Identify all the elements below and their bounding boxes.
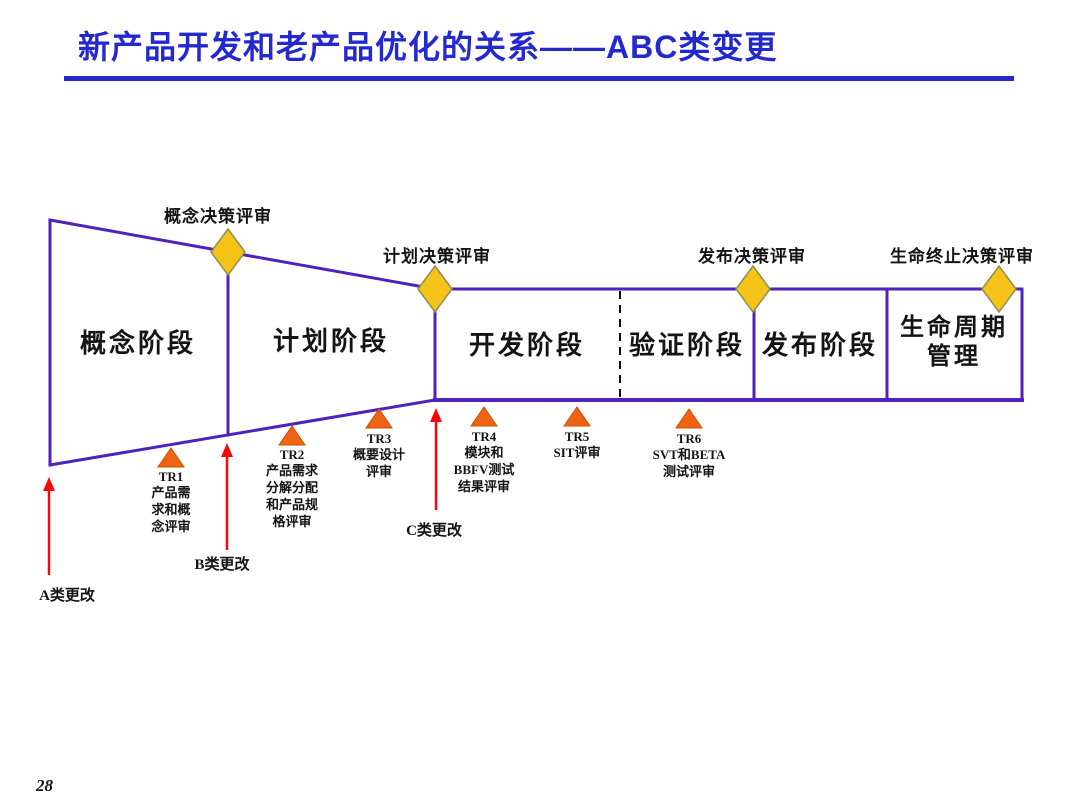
change-label-c: C类更改: [406, 523, 462, 539]
change-label-b: B类更改: [194, 557, 250, 573]
tr-triangle-icon: [470, 406, 498, 427]
phase-label-lifecycle: 生命周期 管理: [900, 315, 1008, 370]
tr-triangle-icon: [157, 447, 185, 468]
decision-review-label: 概念决策评审: [164, 207, 272, 226]
tr-triangle-icon: [278, 425, 306, 446]
decision-diamond-icon: [210, 227, 246, 277]
change-arrow-icon: [221, 443, 233, 550]
tr-name: TR2: [279, 447, 305, 462]
tr-triangle-icon: [675, 408, 703, 429]
tr-desc: 模块和 BBFV测试 结果评审: [453, 445, 515, 494]
change-arrow-icon: [43, 477, 55, 575]
phase-label-verify: 验证阶段: [628, 331, 745, 360]
tr-label: TR5 SIT评审: [512, 429, 642, 462]
tr-desc: SIT评审: [553, 445, 601, 460]
tr-label: TR6 SVT和BETA 测试评审: [624, 431, 754, 481]
decision-diamond-icon: [417, 264, 453, 314]
tr-label: TR4 模块和 BBFV测试 结果评审: [419, 429, 549, 496]
tr-label: TR1 产品需 求和概 念评审: [106, 469, 236, 536]
tr-name: TR5: [564, 429, 590, 444]
tr-triangle-icon: [365, 408, 393, 429]
tr-label: TR2 产品需求 分解分配 和产品规 格评审: [227, 447, 357, 531]
phase-label-release: 发布阶段: [761, 331, 878, 360]
tr-name: TR4: [471, 429, 497, 444]
tr-name: TR6: [676, 431, 702, 446]
tr-desc: SVT和BETA 测试评审: [652, 447, 726, 479]
change-label-a: A类更改: [39, 588, 95, 604]
decision-diamond-icon: [981, 264, 1017, 314]
tr-desc: 概要设计 评审: [352, 447, 405, 479]
funnel-bottom-slope: [48, 398, 437, 467]
decision-review-label: 生命终止决策评审: [890, 247, 1034, 266]
tr-name: TR3: [366, 431, 392, 446]
decision-diamond-icon: [735, 264, 771, 314]
tr-desc: 产品需求 分解分配 和产品规 格评审: [265, 463, 318, 529]
tr-desc: 产品需 求和概 念评审: [151, 485, 191, 534]
decision-review-label: 计划决策评审: [383, 247, 491, 266]
page-title: 新产品开发和老产品优化的关系——ABC类变更: [78, 29, 778, 65]
tr-name: TR1: [158, 469, 184, 484]
title-underline: [64, 76, 1014, 81]
change-arrow-icon: [430, 408, 442, 510]
decision-review-label: 发布决策评审: [698, 247, 806, 266]
phase-label-develop: 开发阶段: [468, 331, 585, 360]
phase-label-concept: 概念阶段: [79, 329, 196, 358]
tr-triangle-icon: [563, 406, 591, 427]
page-number: 28: [36, 776, 53, 795]
tr-label: TR3 概要设计 评审: [314, 431, 444, 481]
phase-label-plan: 计划阶段: [272, 327, 389, 356]
